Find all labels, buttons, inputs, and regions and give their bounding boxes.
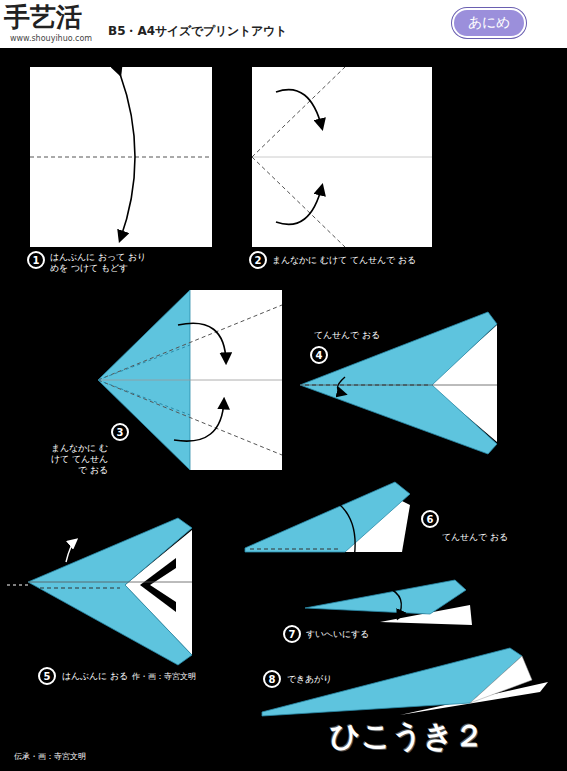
callout-digit: 1: [33, 255, 40, 266]
step-7-plane: [305, 580, 472, 625]
step-6-plane: [245, 482, 410, 570]
callout-number: 7: [283, 625, 301, 643]
credit-text: 伝承・画：寺宮文明: [14, 752, 164, 762]
step-4-plane: [300, 312, 497, 454]
callout-digit: 3: [117, 427, 124, 438]
instruction-text: はんぶんに おる: [62, 671, 132, 682]
instruction-text: まんなかに むけて てんせんで おる: [50, 443, 108, 476]
animation-button: あにめ: [452, 8, 526, 38]
header-note: B5・A4サイズでプリントアウト: [108, 24, 308, 38]
callout-digit: 5: [44, 671, 51, 682]
callout-digit: 8: [269, 674, 276, 685]
instruction-text: てんせんで おる: [314, 330, 404, 341]
callout-number: 4: [310, 346, 328, 364]
button-label: あにめ: [468, 14, 510, 32]
instruction-text: てんせんで おる: [442, 532, 532, 543]
title-text: ひこうき２: [330, 718, 484, 754]
callout-number: 5: [38, 667, 56, 685]
callout-digit: 7: [289, 629, 296, 640]
instruction-text: できあがり: [287, 674, 367, 685]
header-band: [0, 0, 567, 48]
instruction-text: すいへいにする: [306, 629, 396, 640]
step-3-paper: [98, 290, 282, 470]
callout-digit: 4: [316, 350, 323, 361]
credit-text: 作・画：寺宮文明: [132, 672, 242, 682]
callout-number: 3: [111, 423, 129, 441]
step-2-paper: [252, 67, 432, 247]
step-8-plane: [262, 648, 548, 716]
instruction-text: まんなかに むけて てんせんで おる: [272, 255, 442, 266]
watermark-logo: 手艺活: [4, 2, 94, 33]
instruction-text: はんぶんに おって おりめを つけて もどす: [50, 252, 150, 274]
callout-number: 6: [421, 510, 439, 528]
step-1-paper: [30, 67, 212, 247]
callout-number: 2: [249, 251, 267, 269]
callout-digit: 2: [255, 255, 262, 266]
callout-number: 1: [27, 251, 45, 269]
step-5-plane: [5, 518, 192, 665]
callout-number: 8: [263, 670, 281, 688]
callout-digit: 6: [427, 514, 434, 525]
